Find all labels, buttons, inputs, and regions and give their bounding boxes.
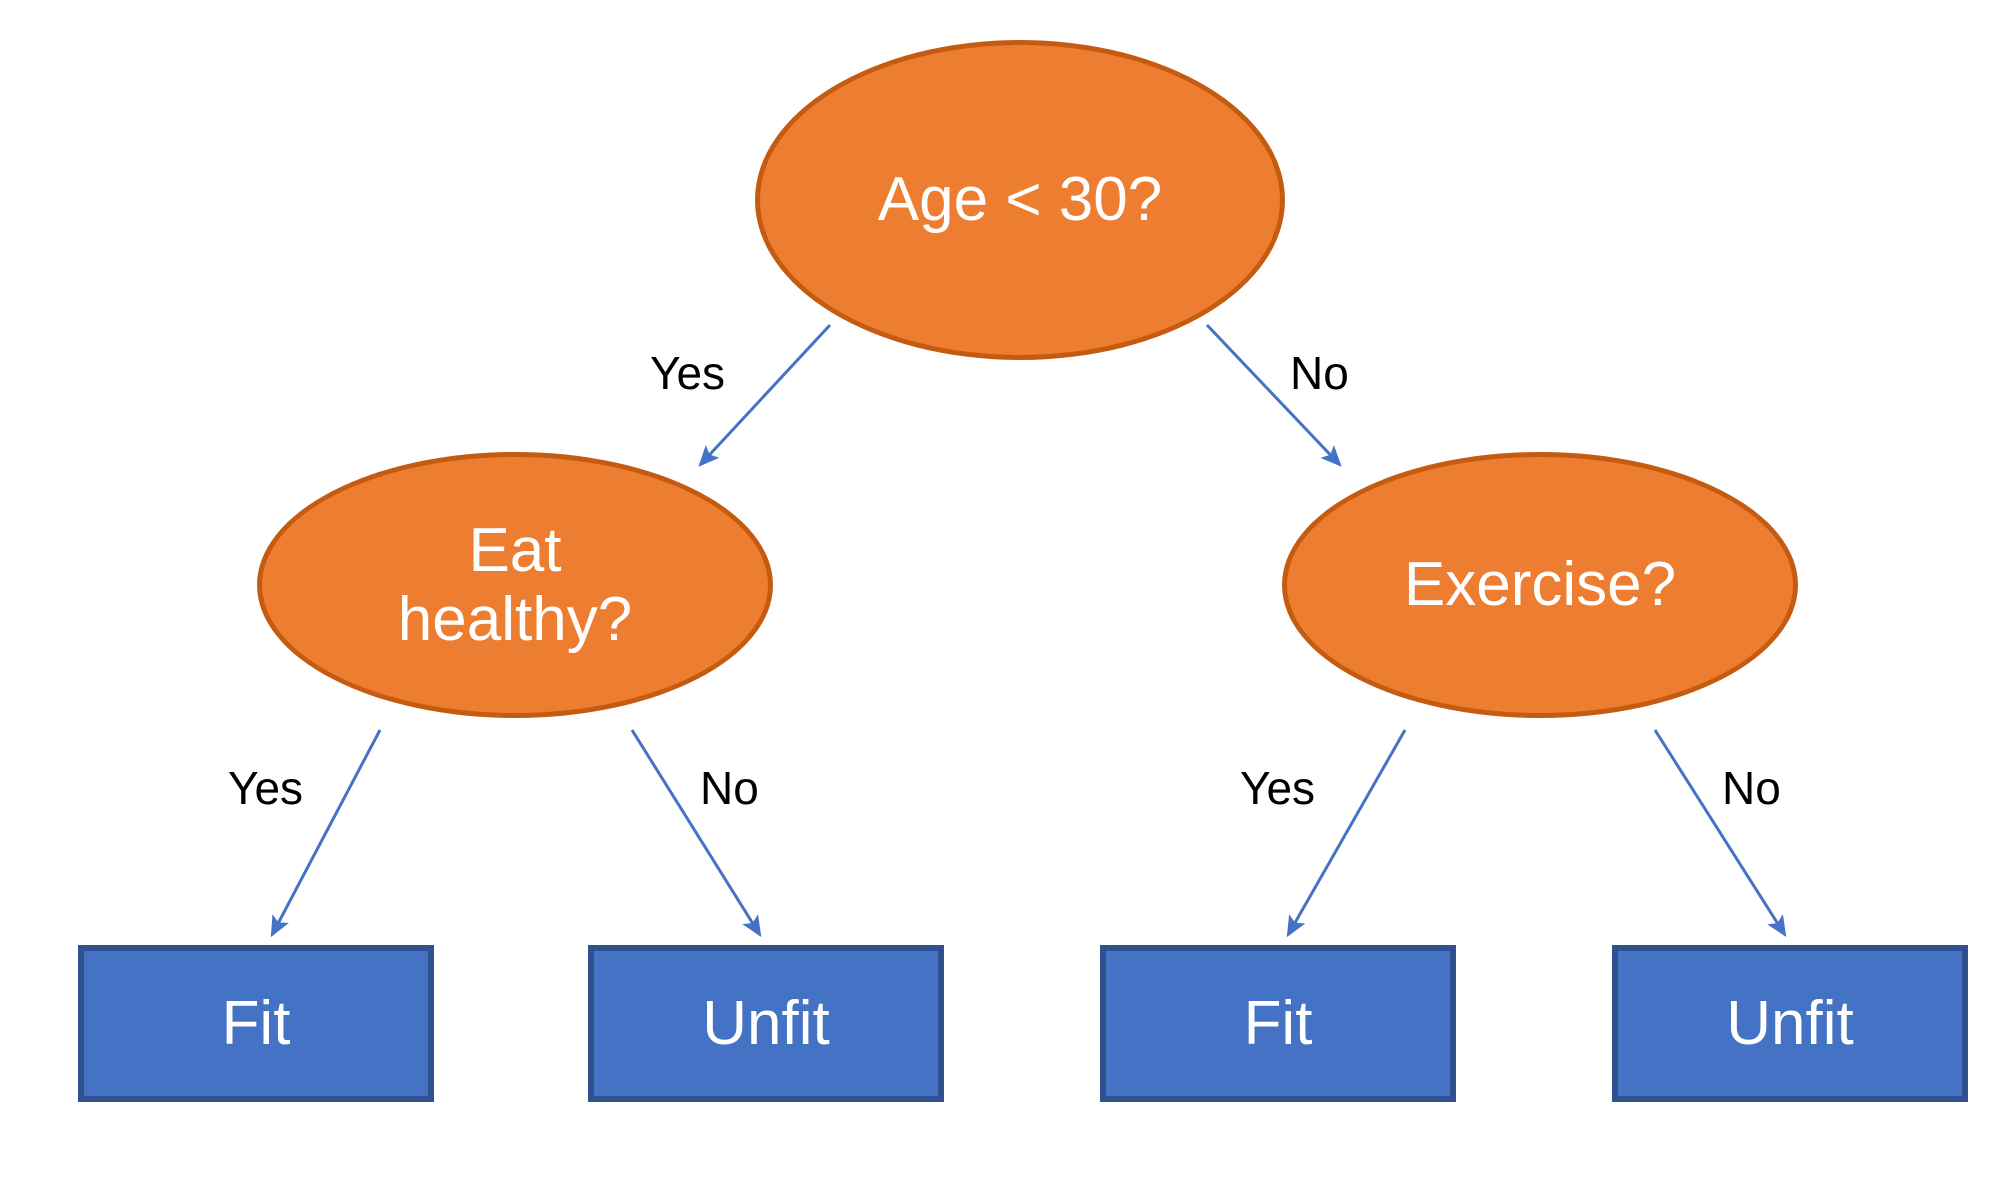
edge-label-e1: Yes <box>650 347 726 399</box>
node-leaf-unfit-2[interactable]: Unfit <box>1612 945 1968 1102</box>
edge-exercise-to-leaf-unfit-2 <box>1653 729 1787 938</box>
node-leaf-fit-1[interactable]: Fit <box>78 945 434 1102</box>
node-leaf-unfit-1[interactable]: Unfit <box>588 945 944 1102</box>
edge-root-to-eat-healthy <box>698 323 832 467</box>
node-label: Unfit <box>1726 988 1854 1058</box>
node-label: Unfit <box>702 988 830 1058</box>
edge-root-to-exercise <box>1205 323 1342 467</box>
node-eat-healthy[interactable]: Eat healthy? <box>257 452 773 718</box>
node-label: Fit <box>221 988 291 1058</box>
node-leaf-fit-2[interactable]: Fit <box>1100 945 1456 1102</box>
node-exercise[interactable]: Exercise? <box>1282 452 1798 718</box>
edge-label-e4: No <box>700 762 759 814</box>
node-root[interactable]: Age < 30? <box>755 40 1285 360</box>
edge-eat-healthy-to-leaf-fit-1 <box>270 729 382 938</box>
node-label: Age < 30? <box>877 165 1163 235</box>
edge-label-e3: Yes <box>228 762 304 814</box>
edge-label-e6: No <box>1722 762 1781 814</box>
node-label: Exercise? <box>1403 550 1677 620</box>
edge-eat-healthy-to-leaf-unfit-1 <box>630 729 762 938</box>
edge-label-e2: No <box>1290 347 1349 399</box>
edge-exercise-to-leaf-fit-2 <box>1286 729 1407 938</box>
node-label: Fit <box>1243 988 1313 1058</box>
node-label: Eat healthy? <box>397 515 633 654</box>
edge-label-e5: Yes <box>1240 762 1316 814</box>
